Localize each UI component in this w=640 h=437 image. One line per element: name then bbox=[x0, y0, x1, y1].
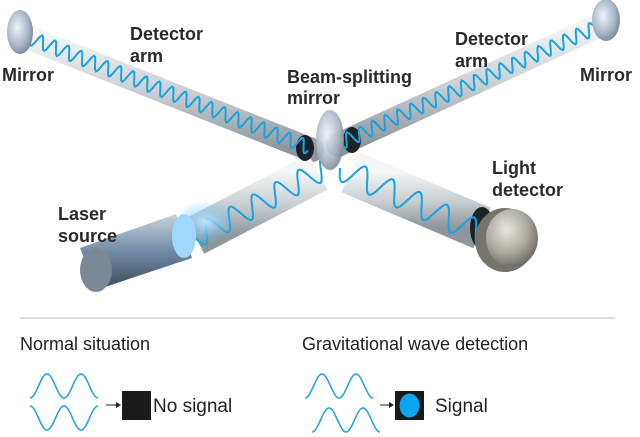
arrow-icon bbox=[380, 402, 394, 408]
light-wave-detector bbox=[338, 165, 491, 247]
arrow-icon bbox=[106, 402, 121, 408]
laser-source bbox=[80, 200, 235, 292]
tube-opening bbox=[296, 135, 314, 161]
label-right-mirror: Mirror bbox=[580, 65, 632, 85]
detector-tube bbox=[341, 151, 491, 249]
light-wave-left-arm bbox=[28, 33, 309, 154]
light-detector bbox=[475, 208, 538, 272]
legend-gw-title: Gravitational wave detection bbox=[302, 334, 528, 354]
legend-wave-normal-top bbox=[29, 373, 99, 399]
legend-wave-gw-bottom bbox=[311, 407, 381, 433]
label-left-mirror: Mirror bbox=[2, 65, 54, 85]
legend-normal-title: Normal situation bbox=[20, 334, 150, 354]
legend-wave-normal-bottom bbox=[29, 405, 99, 431]
signal-light bbox=[399, 393, 420, 418]
left-mirror bbox=[7, 10, 33, 54]
signal-label: Signal bbox=[435, 396, 488, 417]
right-mirror bbox=[592, 0, 620, 41]
legend-wave-gw-top bbox=[304, 373, 374, 399]
beam-splitting-mirror bbox=[316, 110, 344, 170]
light-wave-right-arm bbox=[339, 22, 594, 150]
no-signal-box bbox=[122, 391, 151, 420]
no-signal-label: No signal bbox=[153, 396, 232, 417]
